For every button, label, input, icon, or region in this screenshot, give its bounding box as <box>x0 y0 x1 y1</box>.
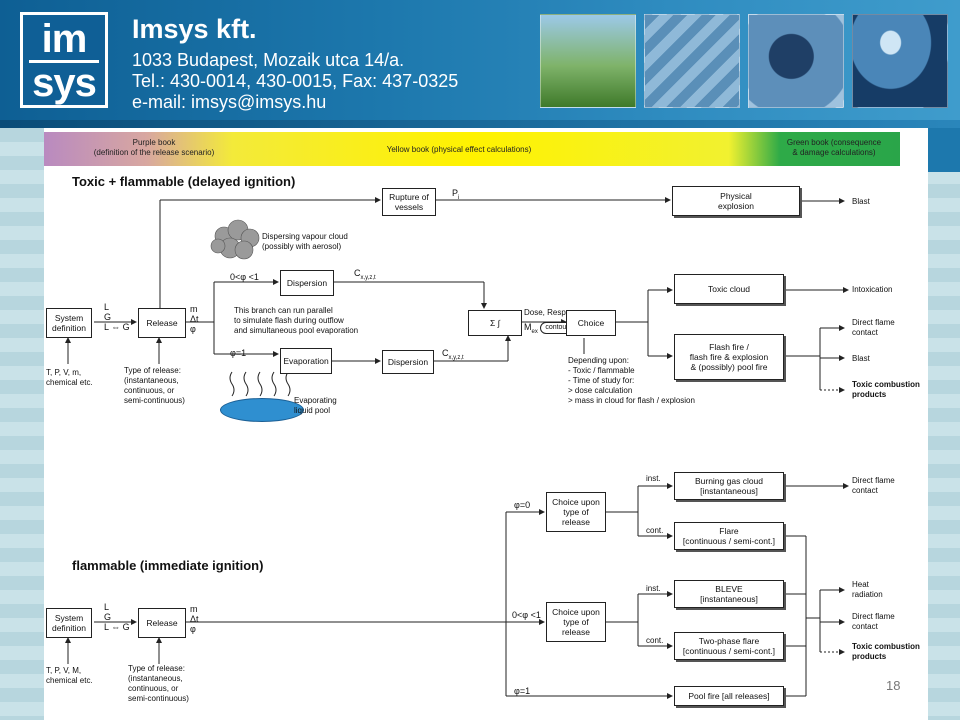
system-definition-box: System definition <box>46 308 92 338</box>
phi-zero-label: φ=0 <box>514 500 531 510</box>
heat-radiation-outcome: Heat radiation <box>852 580 883 599</box>
phase-label-l-2: L <box>104 602 110 612</box>
dispersion-box-2: Dispersion <box>382 350 434 374</box>
green-book-label: Green book (consequence & damage calcula… <box>786 138 882 157</box>
phi-one-label: φ=1 <box>230 348 247 358</box>
phase-label-lg: L ⇔ G <box>104 322 130 332</box>
bleve-box: BLEVE [instantaneous] <box>674 580 784 608</box>
keyboard-photo <box>644 14 740 108</box>
liquid-pool-illustration <box>220 398 304 422</box>
inputs-note-2: T, P, V, M, chemical etc. <box>46 666 93 685</box>
output-mass-2: m <box>190 604 198 614</box>
dose-response-label: Dose, Resp. <box>524 308 569 317</box>
flare-box: Flare [continuous / semi-cont.] <box>674 522 784 550</box>
company-email: e-mail: imsys@imsys.hu <box>132 92 327 112</box>
microscope-photo <box>748 14 844 108</box>
direct-flame-outcome-3: Direct flame contact <box>852 612 895 631</box>
blast-outcome-top: Blast <box>852 197 870 206</box>
pool-fire-box: Pool fire [all releases] <box>674 686 784 706</box>
phi-range-label: 0<φ <1 <box>230 272 259 282</box>
phase-label-l: L <box>104 302 110 312</box>
toxic-cloud-box: Toxic cloud <box>674 274 784 304</box>
yellow-book-label: Yellow book (physical effect calculation… <box>386 145 532 154</box>
cont-label-1: cont. <box>646 526 664 535</box>
output-duration: Δt <box>190 314 199 324</box>
header-banner: im sys Imsys kft. 1033 Budapest, Mozaik … <box>0 0 960 128</box>
choice-box: Choice <box>566 310 616 336</box>
choice-release-type-box-2: Choice upon type of release <box>546 602 606 642</box>
evaporation-box: Evaporation <box>280 348 332 374</box>
header-photo-strip <box>540 14 948 108</box>
release-type-note: Type of release: (instantaneous, continu… <box>124 366 185 405</box>
phi-one-label-2: φ=1 <box>514 686 531 696</box>
direct-flame-outcome-2: Direct flame contact <box>852 476 895 495</box>
diagram-panel: Purple book (definition of the release s… <box>44 128 928 720</box>
banner-bottom-stripe <box>0 120 960 128</box>
physical-explosion-box: Physical explosion <box>672 186 800 216</box>
depending-upon-note: Depending upon: - Toxic / flammable - Ti… <box>568 356 695 405</box>
logo-text-top: im <box>41 17 88 61</box>
purple-book-label: Purple book (definition of the release s… <box>93 138 215 157</box>
inputs-note: T, P, V, m, chemical etc. <box>46 368 93 387</box>
flash-fire-box: Flash fire / flash fire & explosion & (p… <box>674 334 784 380</box>
phase-label-g: G <box>104 312 112 322</box>
output-flash-fraction: φ <box>190 324 196 334</box>
concentration-label-1: Cx,y,z,t <box>354 268 376 281</box>
company-phone: Tel.: 430-0014, 430-0015, Fax: 437-0325 <box>132 71 459 91</box>
pressure-label: Pi <box>452 188 460 201</box>
diagram-connectors <box>65 197 849 699</box>
two-phase-flare-box: Two-phase flare [continuous / semi-cont.… <box>674 632 784 660</box>
intoxication-outcome: Intoxication <box>852 285 893 294</box>
page-number: 18 <box>886 678 901 693</box>
trees-photo <box>540 14 636 108</box>
inst-label-2: inst. <box>646 584 661 593</box>
right-side-cap <box>928 128 960 172</box>
company-address: 1033 Budapest, Mozaik utca 14/a. <box>132 50 405 70</box>
phase-label-g-2: G <box>104 612 112 622</box>
company-info: Imsys kft. 1033 Budapest, Mozaik utca 14… <box>132 14 458 113</box>
section-title-delayed: Toxic + flammable (delayed ignition) <box>72 174 296 189</box>
vapour-cloud-note: Dispersing vapour cloud (possibly with a… <box>262 232 348 251</box>
choice-release-type-box-1: Choice upon type of release <box>546 492 606 532</box>
release-type-note-2: Type of release: (instantaneous, continu… <box>128 664 189 703</box>
mass-explosive-label: Mex <box>524 322 538 335</box>
toxic-combustion-outcome-2: Toxic combustion products <box>852 642 920 661</box>
dose-integration-box: Σ ∫ <box>468 310 522 336</box>
person-photo <box>852 14 948 108</box>
pool-note: Evaporating liquid pool <box>294 396 337 415</box>
section-title-immediate: flammable (immediate ignition) <box>72 558 264 573</box>
phi-range-label-2: 0<φ <1 <box>512 610 541 620</box>
logo-text-bottom: sys <box>32 61 97 105</box>
output-duration-2: Δt <box>190 614 199 624</box>
toxic-combustion-outcome-1: Toxic combustion products <box>852 380 920 399</box>
system-definition-box-2: System definition <box>46 608 92 638</box>
imsys-logo: im sys <box>20 12 108 108</box>
right-side-texture <box>928 128 960 720</box>
phase-label-lg-2: L ⇔ G <box>104 622 130 632</box>
rupture-box: Rupture of vessels <box>382 188 436 216</box>
dispersion-box-1: Dispersion <box>280 270 334 296</box>
inst-label-1: inst. <box>646 474 661 483</box>
book-color-strip <box>44 132 900 166</box>
cont-label-2: cont. <box>646 636 664 645</box>
burning-gas-cloud-box: Burning gas cloud [instantaneous] <box>674 472 784 500</box>
concentration-label-2: Cx,y,z,t <box>442 348 464 361</box>
output-flash-fraction-2: φ <box>190 624 196 634</box>
blast-outcome-mid: Blast <box>852 354 870 363</box>
left-side-texture <box>0 128 44 720</box>
company-name: Imsys kft. <box>132 14 257 44</box>
direct-flame-outcome-1: Direct flame contact <box>852 318 895 337</box>
parallel-branch-note: This branch can run parallel to simulate… <box>234 306 359 335</box>
output-mass: m <box>190 304 198 314</box>
release-box-2: Release <box>138 608 186 638</box>
release-box: Release <box>138 308 186 338</box>
logo-divider <box>29 60 99 63</box>
